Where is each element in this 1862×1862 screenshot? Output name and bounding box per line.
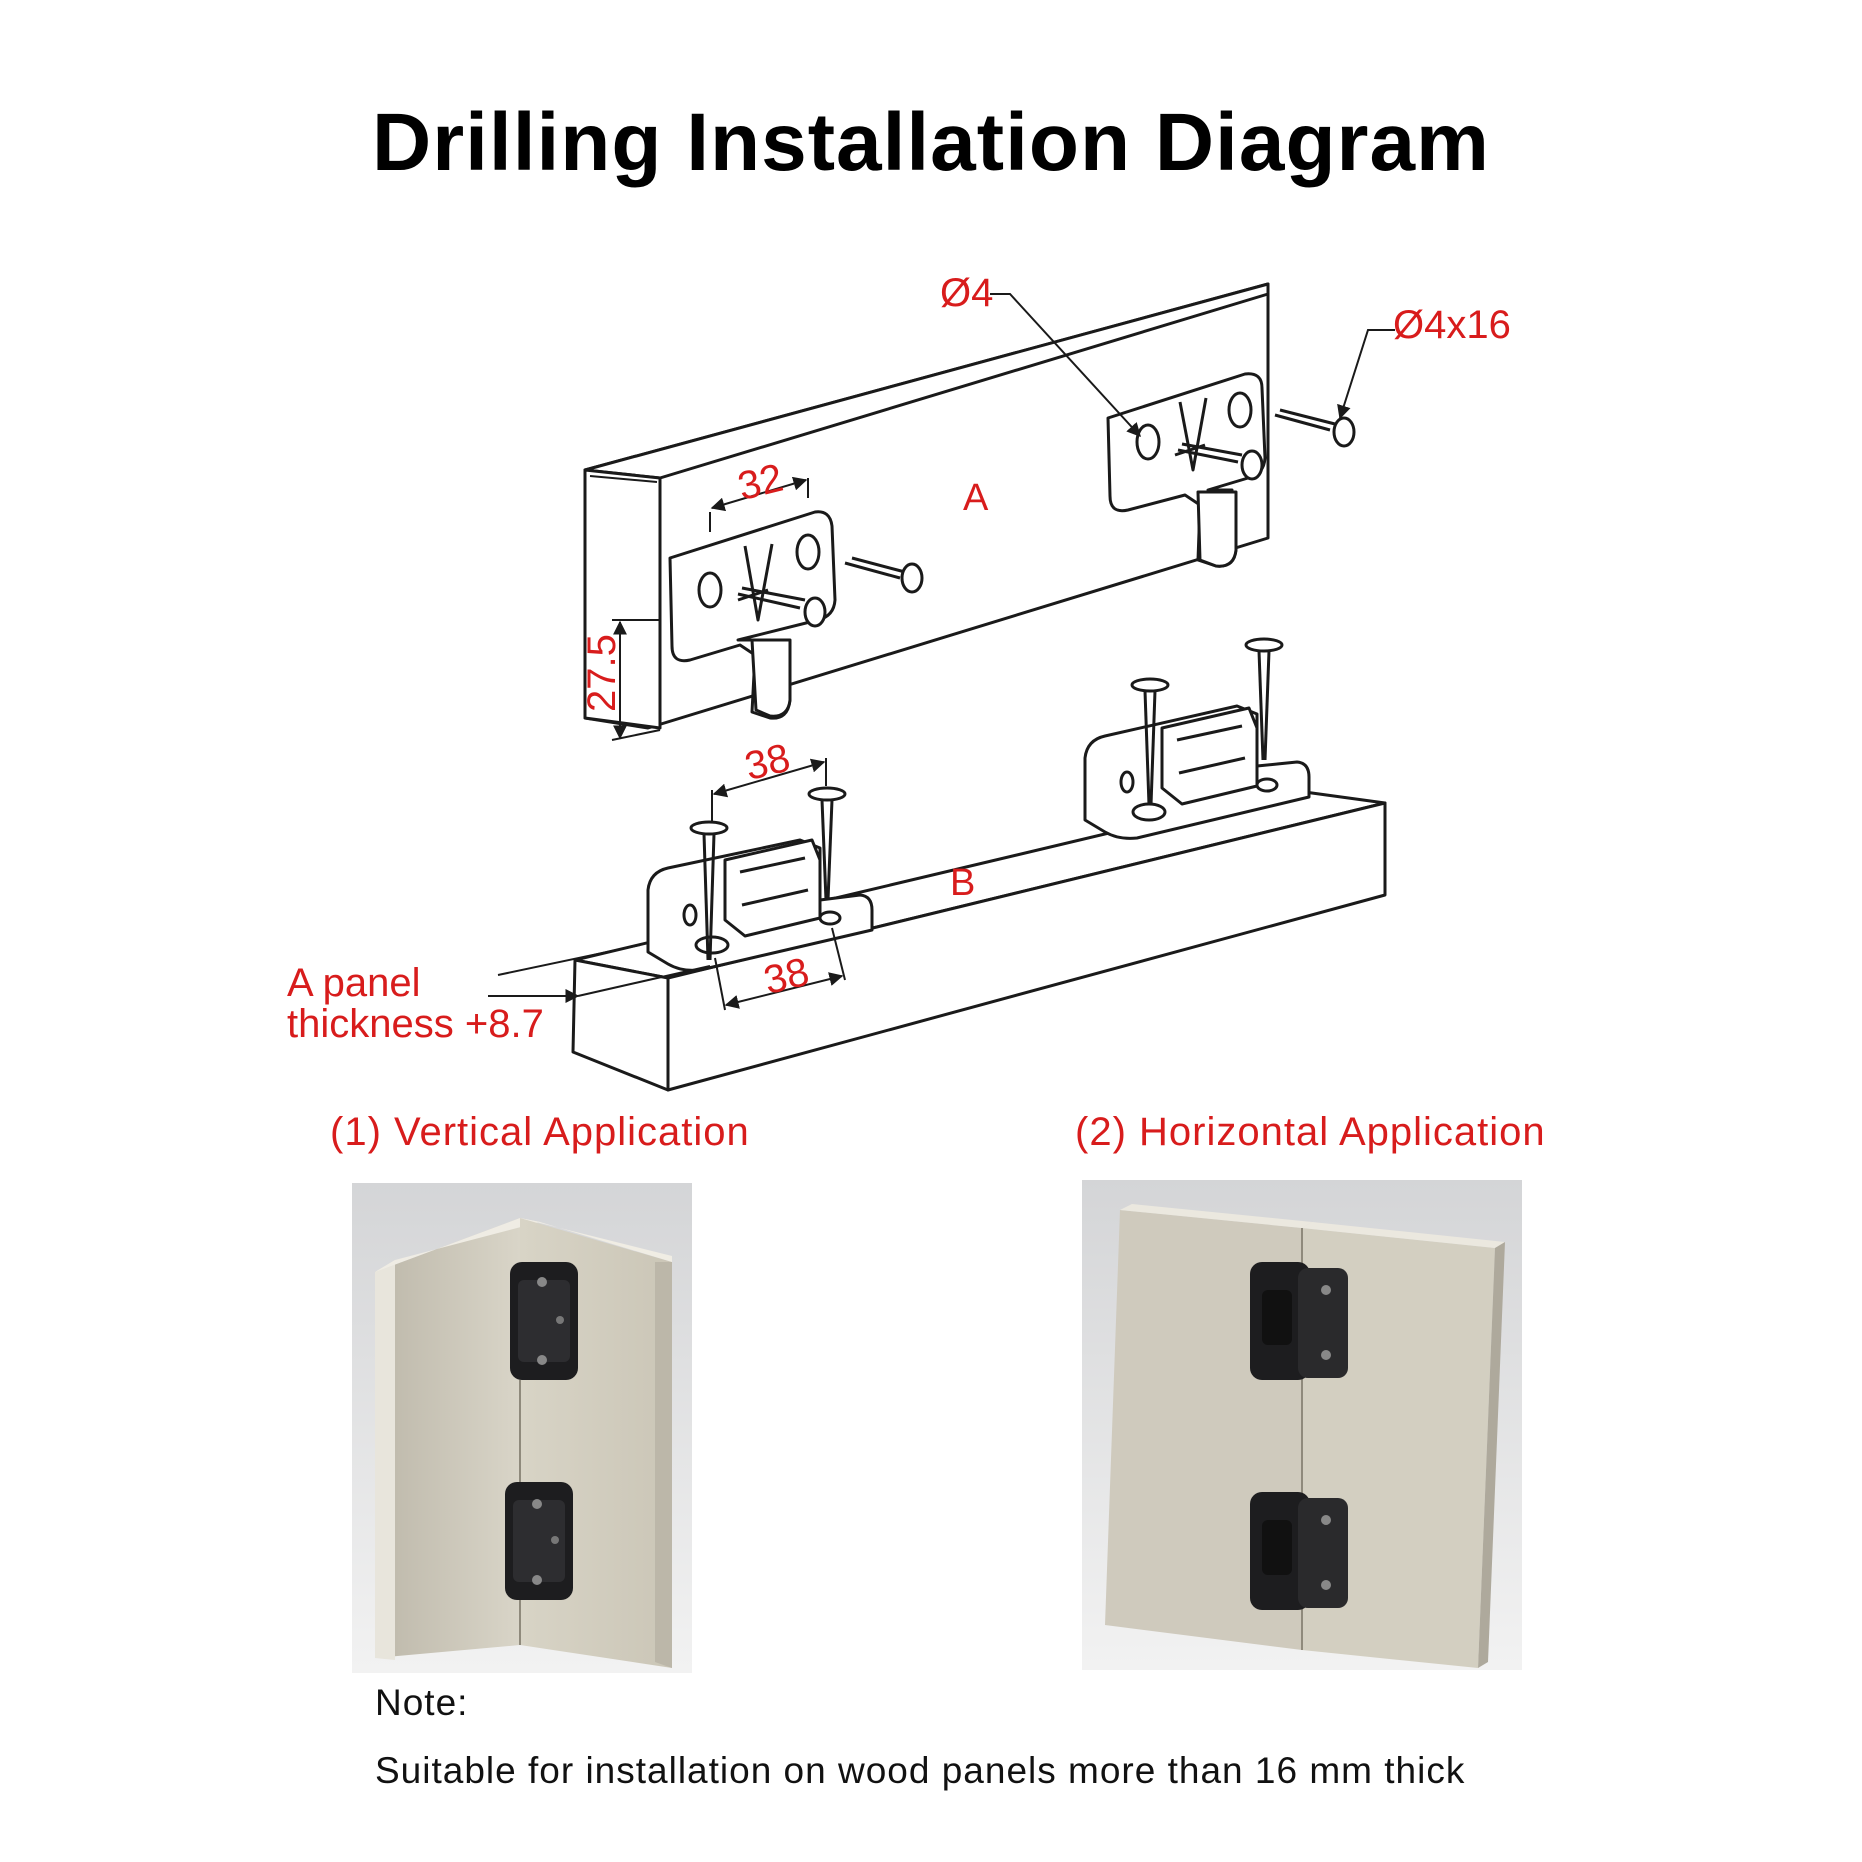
offset-label-line1: A panel <box>287 961 420 1005</box>
connector-top <box>1250 1262 1348 1380</box>
connector-bottom <box>1250 1492 1348 1610</box>
hole-dia-label: Ø4 <box>940 271 993 315</box>
spacing-b-bottom-label: 38 <box>760 950 814 1003</box>
panel-b-connector-right <box>1083 637 1311 840</box>
note-text: Suitable for installation on wood panels… <box>375 1750 1466 1791</box>
spacing-a-label: 32 <box>734 456 788 509</box>
spacing-b-top-label: 38 <box>741 736 795 789</box>
vertical-application-image <box>352 1183 692 1673</box>
screw-size-label: Ø4x16 <box>1393 303 1511 347</box>
page-title: Drilling Installation Diagram <box>372 97 1490 188</box>
offset-label-line2: thickness +8.7 <box>287 1002 544 1046</box>
note-heading: Note: <box>375 1682 469 1723</box>
dimension-lines <box>488 293 1395 1011</box>
height-a-label: 27.5 <box>580 634 624 712</box>
vertical-application-caption: (1) Vertical Application <box>330 1110 750 1154</box>
panel-a-connector-right <box>1106 372 1356 568</box>
panel-a-connector-left <box>668 510 924 720</box>
panel-a-label: A <box>963 477 989 519</box>
connector-bottom <box>505 1482 573 1600</box>
panel-b-label: B <box>950 862 975 904</box>
horizontal-application-caption: (2) Horizontal Application <box>1075 1110 1546 1154</box>
connector-top <box>510 1262 578 1380</box>
horizontal-application-image <box>1082 1180 1522 1670</box>
